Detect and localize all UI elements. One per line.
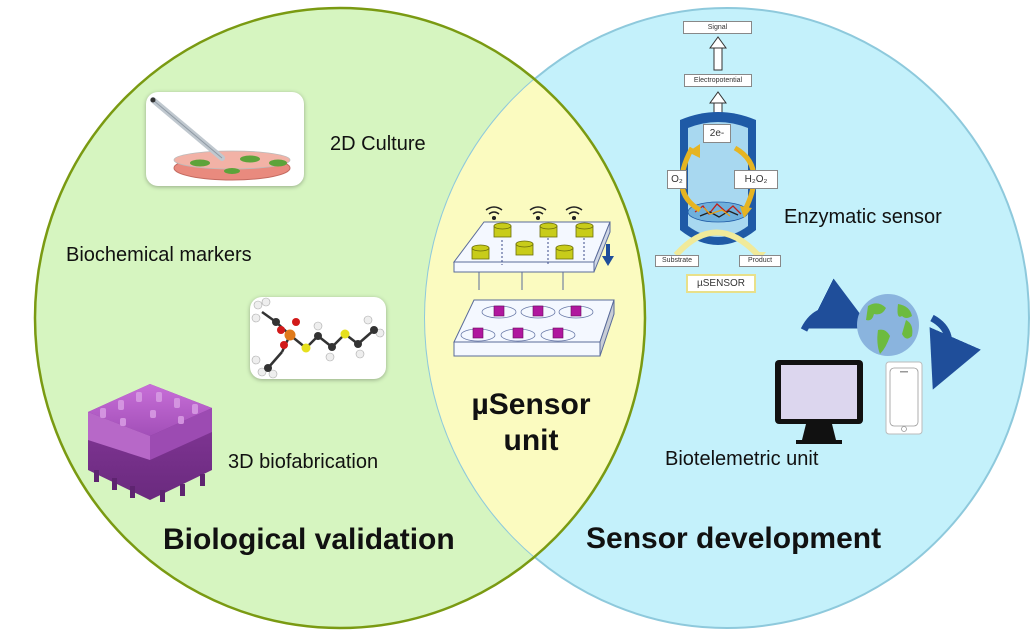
oxygen-box: O₂ — [667, 170, 687, 189]
arrow-down-icon — [602, 244, 614, 266]
biological-validation-title: Biological validation — [163, 523, 455, 556]
usensor-title-line1: µSensor — [471, 388, 591, 421]
electropotential-box: Electropotential — [684, 74, 752, 87]
curved-arrow-icon — [800, 278, 872, 332]
enzymatic-sensor-label: Enzymatic sensor — [784, 206, 942, 228]
peroxide-box: H₂O₂ — [734, 170, 778, 189]
culture-label: 2D Culture — [330, 133, 426, 155]
electrons-box: 2e- — [703, 124, 731, 143]
sensor-tray-icon — [453, 206, 615, 357]
smartphone-icon — [885, 361, 923, 435]
enzymatic-schematic — [673, 36, 766, 262]
usensor-tag: µSENSOR — [686, 274, 756, 293]
usensor-title-line2: unit — [503, 424, 559, 457]
biofabrication-label: 3D biofabrication — [228, 451, 379, 473]
telemetry-icons — [775, 278, 981, 444]
biochemical-markers-label: Biochemical markers — [66, 244, 252, 266]
molecule-icon — [250, 297, 386, 379]
product-box: Product — [739, 255, 781, 267]
usensor-unit-title: µSensor unit — [456, 387, 606, 459]
globe-icon — [857, 294, 919, 356]
wifi-icon — [485, 206, 583, 221]
scaffold-3d-icon — [88, 384, 212, 502]
substrate-box: Substrate — [655, 255, 699, 267]
overlap-region — [425, 8, 645, 628]
left-circle-outline — [33, 6, 647, 630]
biotelemetric-unit-label: Biotelemetric unit — [665, 448, 819, 470]
sensor-development-title: Sensor development — [586, 522, 882, 555]
curved-arrow-icon — [929, 314, 981, 390]
signal-box: Signal — [683, 21, 752, 34]
monitor-icon — [775, 360, 863, 444]
petri-dish-icon — [146, 92, 304, 186]
